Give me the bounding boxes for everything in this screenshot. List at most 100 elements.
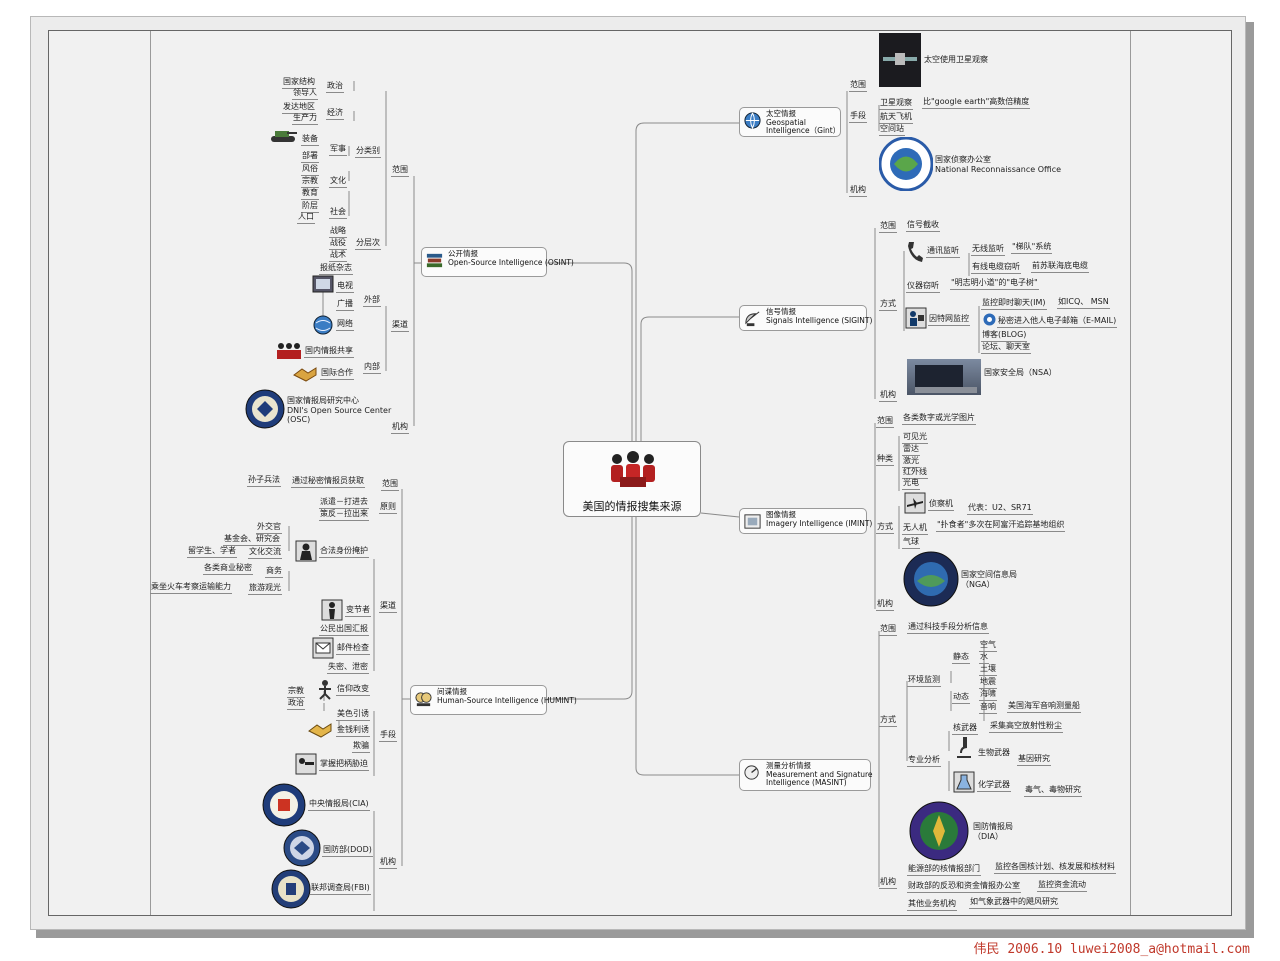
osint-productivity: 生产力 [292, 113, 318, 125]
gint-satellite-obs: 太空使用卫星观察 [924, 55, 988, 64]
nro-seal-icon [879, 137, 933, 191]
sigint-scope: 范围 [879, 221, 897, 233]
sigint-nsa: 国家安全局（NSA） [984, 368, 1057, 377]
sigint-instrument: 仪器窃听 [906, 281, 940, 293]
sigint-en: Signals Intelligence (SIGINT) [766, 315, 873, 325]
imint-method: 方式 [876, 522, 894, 534]
humint-students: 留学生、学者 [187, 546, 237, 558]
sigint-wireless: 无线监听 [971, 244, 1005, 256]
humint-blackmail: 掌握把柄胁迫 [319, 759, 369, 771]
nro-en: National Reconnaissance Office [935, 164, 1062, 174]
building-icon [915, 365, 977, 393]
humint-cia: 中央情报局(CIA) [308, 799, 370, 811]
nga-seal-icon [903, 551, 959, 607]
humint-dod: 国防部(DOD) [322, 845, 373, 857]
osint-state-structure: 国家结构 [282, 77, 316, 89]
masint-nuclear-desc: 采集高空放射性粉尘 [989, 721, 1063, 733]
sigint-node[interactable]: 信号情报 Signals Intelligence (SIGINT) [739, 305, 873, 331]
humint-diplomat: 外交官 [256, 522, 282, 534]
humint-defector: 变节者 [345, 605, 371, 617]
osint-strategic: 战略 [329, 226, 347, 238]
osint-intl-coop: 国际合作 [320, 368, 354, 380]
masint-sonar: 美国海军音响测量船 [1007, 701, 1081, 713]
gint-en2: Intelligence（Gint） [766, 126, 841, 135]
globe-icon [744, 112, 761, 130]
gint-cn: 太空情报 [766, 109, 796, 118]
chemistry-flask-icon [953, 771, 975, 793]
sigint-cn: 信号情报 [766, 307, 796, 316]
osc-en: DNI's Open Source Center [287, 405, 392, 415]
satellite-image [879, 33, 921, 87]
left-margin-line [150, 31, 151, 915]
masint-sound: 音响 [979, 702, 997, 714]
osint-tactical: 战术 [329, 250, 347, 262]
nga-abbr: （NGA） [961, 579, 995, 589]
humint-belief-change: 信仰改变 [336, 684, 370, 696]
blackmail-icon [295, 753, 317, 775]
humint-mail-check: 邮件检查 [336, 643, 370, 655]
imint-recon-rep: 代表：U2、SR71 [967, 503, 1033, 515]
osint-broadcast: 广播 [336, 299, 354, 311]
masint-bio: 生物武器 [978, 748, 1010, 757]
masint-env: 环境监测 [907, 675, 941, 687]
tank-icon [271, 131, 297, 142]
masint-others: 其他业务机构 [907, 899, 957, 911]
masint-others-desc: 如气象武器中的飓风研究 [969, 897, 1059, 909]
imint-scope: 范围 [876, 416, 894, 428]
osint-cn: 公开情报 [448, 249, 478, 258]
imint-en: Imagery Intelligence (IMINT) [766, 518, 873, 528]
humint-cultural: 文化交流 [248, 547, 282, 559]
measurement-icon [744, 765, 759, 780]
gint-node[interactable]: 太空情报 Geospatial Intelligence（Gint） [739, 107, 841, 137]
sigint-email: 秘密进入他人电子邮箱（E-MAIL) [997, 316, 1118, 328]
masint-nuclear: 核武器 [952, 723, 978, 735]
osint-classify: 分类别 [355, 146, 381, 158]
recon-plane-icon [904, 492, 926, 514]
sigint-comm: 通讯监听 [926, 246, 960, 258]
humint-cn: 间谍情报 [437, 687, 467, 696]
microscope-icon [957, 737, 971, 758]
humint-religion: 宗教 [287, 686, 305, 698]
dia-seal-icon [909, 801, 969, 861]
central-topic[interactable]: 美国的情报搜集来源 [563, 441, 701, 517]
dia-cn: 国防情报局 [973, 822, 1013, 831]
humint-bribery: 金钱利诱 [336, 725, 370, 737]
osint-node[interactable]: 公开情报 Open-Source Intelligence (OSINT) [421, 247, 574, 277]
humint-politics: 政治 [287, 698, 305, 710]
humint-org: 机构 [379, 857, 397, 869]
satellite-dish-icon [745, 311, 760, 327]
osint-external: 外部 [363, 295, 381, 307]
sigint-im: 监控即时聊天(IM) [981, 298, 1047, 310]
image-frame-icon [744, 514, 761, 529]
sigint-blog: 博客(BLOG) [981, 330, 1028, 342]
masint-treasury: 财政部的反恐和资金情报办公室 [907, 881, 1021, 893]
masint-cn: 测量分析情报 [766, 761, 811, 770]
sigint-method: 方式 [879, 299, 897, 311]
fbi-seal-icon [271, 869, 311, 909]
imint-radar: 雷达 [902, 444, 920, 456]
osint-internal: 内部 [363, 362, 381, 374]
sigint-im-tools: 如ICQ、 MSN [1057, 297, 1110, 309]
imint-node[interactable]: 图像情报 Imagery Intelligence (IMINT) [739, 508, 873, 534]
gint-shuttle: 航天飞机 [879, 112, 913, 124]
humint-node[interactable]: 间谍情报 Human-Source Intelligence (HUMINT) [410, 685, 577, 715]
right-margin-line [1130, 31, 1131, 915]
masint-scope-desc: 通过科技手段分析信息 [907, 622, 989, 634]
nga-label: 国家空间信息局 （NGA） [961, 570, 1017, 589]
osint-military: 军事 [329, 144, 347, 156]
osint-culture: 文化 [329, 176, 347, 188]
money-handshake-icon [308, 723, 332, 738]
sigint-org: 机构 [879, 390, 897, 402]
globe-network-icon [313, 315, 333, 335]
nro-label: 国家侦察办公室 National Reconnaissance Office [935, 155, 1061, 174]
osint-tv: 电视 [336, 281, 354, 293]
dia-label: 国防情报局 （DIA） [973, 822, 1013, 841]
gint-means: 手段 [849, 111, 867, 123]
osc-cn: 国家情报局研究中心 [287, 396, 359, 405]
branch-lines [288, 81, 985, 911]
masint-gene: 基因研究 [1017, 754, 1051, 766]
humint-tourism: 旅游观光 [248, 583, 282, 595]
osint-politics: 政治 [326, 81, 344, 93]
humint-sunzi: 孙子兵法 [247, 475, 281, 487]
masint-node[interactable]: 测量分析情报 Measurement and Signature Intelli… [739, 759, 873, 791]
